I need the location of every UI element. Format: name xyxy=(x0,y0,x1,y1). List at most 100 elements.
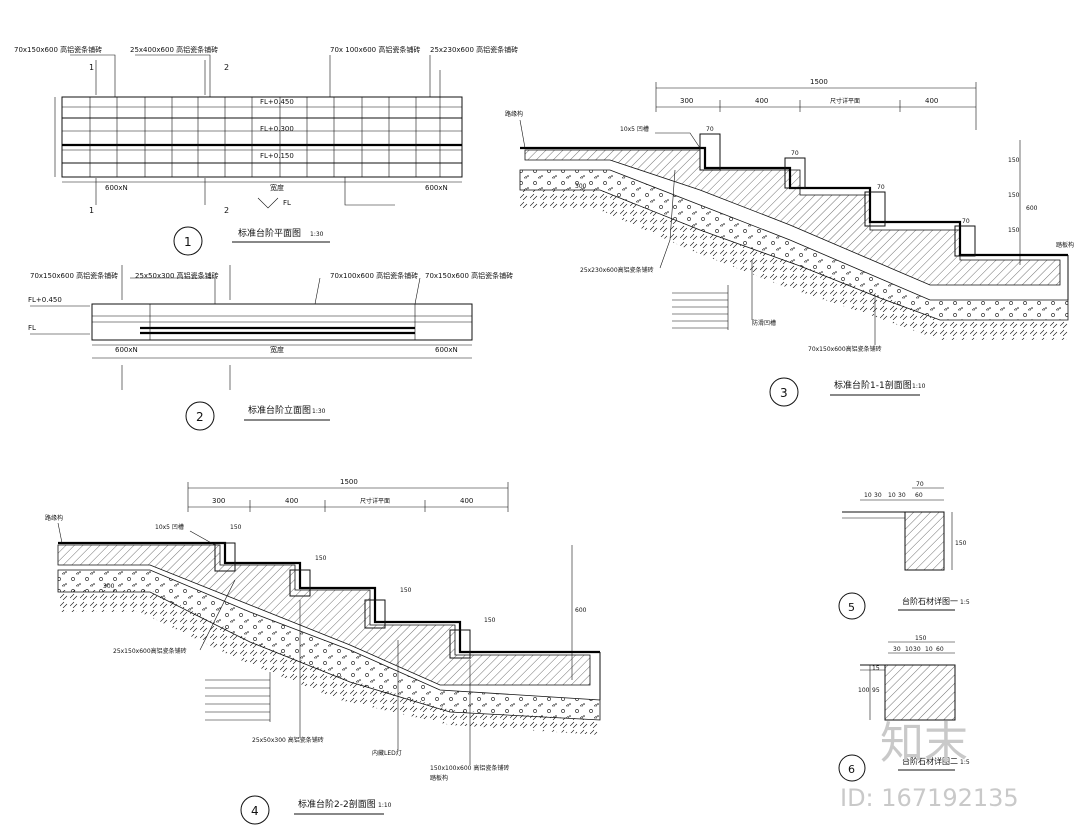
elevation-scale: 1:30 xyxy=(312,408,326,415)
s1-dim-150c: 150 xyxy=(1008,227,1020,234)
section2-stair-core xyxy=(57,544,591,686)
d5-dim-60: 60 xyxy=(915,492,923,499)
elev-callout-2: 25x50x300 高铝瓷条铺砖 xyxy=(135,271,219,280)
s2-dim-400a: 400 xyxy=(285,497,298,505)
watermark-id: ID: 167192135 xyxy=(840,784,1019,812)
s1-dim-600: 600 xyxy=(1026,205,1038,212)
watermark: 知末 ID: 167192135 xyxy=(840,718,1019,812)
s1-dim-400a: 400 xyxy=(755,97,768,105)
plan-scale: 1:30 xyxy=(310,231,324,238)
plan-bottom-3: 600xN xyxy=(425,184,448,192)
d5-dim-150: 150 xyxy=(955,540,967,547)
s1-layer-notes xyxy=(672,285,729,330)
s2-label-tile2: 150x100x600 高铝瓷条铺砖 xyxy=(430,764,509,772)
s1-dim-70c: 70 xyxy=(877,184,885,191)
s2-label-led: 内藏LED灯 xyxy=(372,749,402,757)
plan-section-mark-1b: 1 xyxy=(89,206,94,215)
s1-dim-1500: 1500 xyxy=(810,78,828,86)
plan-drawing: 70x150x600 高铝瓷条铺砖 25x400x600 高铝瓷条铺砖 70x … xyxy=(14,45,518,256)
d6-dim-10a: 10 xyxy=(905,646,913,653)
watermark-logo: 知末 xyxy=(880,718,968,769)
s2-label-curb: 路缘构 xyxy=(45,514,63,522)
s2-label-tile: 25x150x600高铝瓷条铺砖 xyxy=(113,647,187,655)
d6-dim-150: 150 xyxy=(915,635,927,642)
s1-dim-70b: 70 xyxy=(791,150,799,157)
plan-fl-1: FL+0.450 xyxy=(260,98,294,106)
d6-dim-30a: 30 xyxy=(893,646,901,653)
s2-label-groove: 10x5 凹槽 xyxy=(155,523,184,531)
elev-fl-1: FL+0.450 xyxy=(28,296,62,304)
s1-dim-400b: 400 xyxy=(925,97,938,105)
s1-dim-300b: 300 xyxy=(575,183,587,190)
d5-dim-30b: 30 xyxy=(898,492,906,499)
plan-section-mark-2: 2 xyxy=(224,63,229,72)
detail6-title: 台阶石材详图二 xyxy=(902,756,958,766)
section2-number-circle xyxy=(240,795,270,825)
d5-dim-10b: 10 xyxy=(888,492,896,499)
s2-dim-150b: 150 xyxy=(315,555,327,562)
elev-bottom-2: 宽度 xyxy=(270,345,284,354)
plan-outline xyxy=(61,96,463,178)
s2-dim-150d: 150 xyxy=(484,617,496,624)
plan-callout-3: 70x 100x600 高铝瓷条铺砖 xyxy=(330,45,420,54)
elev-bottom-1: 600xN xyxy=(115,346,138,354)
elev-callout-1: 70x150x600 高铝瓷条铺砖 xyxy=(30,271,118,280)
s2-layer-notes xyxy=(205,672,271,722)
detail5-scale: 1:5 xyxy=(960,599,970,606)
d5-dim-70: 70 xyxy=(916,481,924,488)
s1-label-groove: 10x5 凹槽 xyxy=(620,125,649,133)
detail6-number: 6 xyxy=(848,763,855,776)
s2-dim-300b: 300 xyxy=(103,583,115,590)
s2-dim-600: 600 xyxy=(575,607,587,614)
section-1-drawing: 1500 300 400 尺寸详平面 400 70 70 70 70 150 1… xyxy=(505,78,1074,407)
s1-dim-note: 尺寸详平面 xyxy=(830,97,860,105)
d6-dim-10b: 10 xyxy=(925,646,933,653)
plan-bottom-2: 宽度 xyxy=(270,183,284,192)
section1-number: 3 xyxy=(780,386,788,400)
section1-step-profile xyxy=(520,146,1068,257)
s1-label-curb: 路缘构 xyxy=(505,110,523,118)
section1-slab xyxy=(519,169,1069,321)
plan-section-mark-2b: 2 xyxy=(224,206,229,215)
s2-dim-300: 300 xyxy=(212,497,225,505)
section2-scale: 1:10 xyxy=(378,802,392,809)
section1-title: 标准台阶1-1剖面图 xyxy=(834,379,912,391)
s2-dim-1500: 1500 xyxy=(340,478,358,486)
detail5-number-circle xyxy=(838,592,866,620)
plan-number: 1 xyxy=(184,235,192,249)
elevation-drawing: 70x150x600 高铝瓷条铺砖 25x50x300 高铝瓷条铺砖 70x10… xyxy=(28,265,513,431)
section-2-drawing: 1500 300 400 尺寸详平面 400 150 150 150 150 6… xyxy=(45,478,601,825)
d5-dim-30a: 30 xyxy=(874,492,882,499)
section1-soil xyxy=(520,190,1068,340)
s1-dim-70a: 70 xyxy=(706,126,714,133)
detail5-stone xyxy=(904,511,945,571)
plan-section-mark-1: 1 xyxy=(89,63,94,72)
s2-dim-note: 尺寸详平面 xyxy=(360,497,390,505)
s1-dim-300: 300 xyxy=(680,97,693,105)
plan-bottom-1: 600xN xyxy=(105,184,128,192)
plan-callout-4: 25x230x600 高铝瓷条铺砖 xyxy=(430,45,518,54)
plan-fl-4: FL xyxy=(283,199,291,207)
section1-scale: 1:10 xyxy=(912,383,926,390)
elevation-number: 2 xyxy=(196,410,204,424)
s1-label-nonslip: 防滑凹槽 xyxy=(752,319,776,327)
detail5-number: 5 xyxy=(848,601,855,614)
section2-number: 4 xyxy=(251,804,259,818)
plan-title: 标准台阶平面图 xyxy=(238,227,301,239)
elev-fl-2: FL xyxy=(28,324,36,332)
plan-fl-3: FL+0.150 xyxy=(260,152,294,160)
s2-label-tread: 踏板构 xyxy=(430,774,448,782)
elev-callout-3: 70x100x600 高铝瓷条铺砖 xyxy=(330,271,418,280)
detail-5-drawing: 70 10 30 10 30 60 150 5 台阶石材详图一 1:5 xyxy=(838,481,970,620)
detail6-stone xyxy=(884,664,956,721)
s2-dim-150a: 150 xyxy=(230,524,242,531)
s1-dim-70d: 70 xyxy=(962,218,970,225)
detail5-title: 台阶石材详图一 xyxy=(902,596,958,606)
section2-soil xyxy=(58,590,600,735)
s1-label-tile: 25x230x600高铝瓷条铺砖 xyxy=(580,266,654,274)
d6-dim-100: 100 xyxy=(858,687,870,694)
elevation-number-circle xyxy=(185,401,215,431)
s1-dim-150b: 150 xyxy=(1008,192,1020,199)
detail-6-drawing: 150 30 10 30 10 60 15 95 100 6 台阶石材详图二 1… xyxy=(838,635,970,782)
